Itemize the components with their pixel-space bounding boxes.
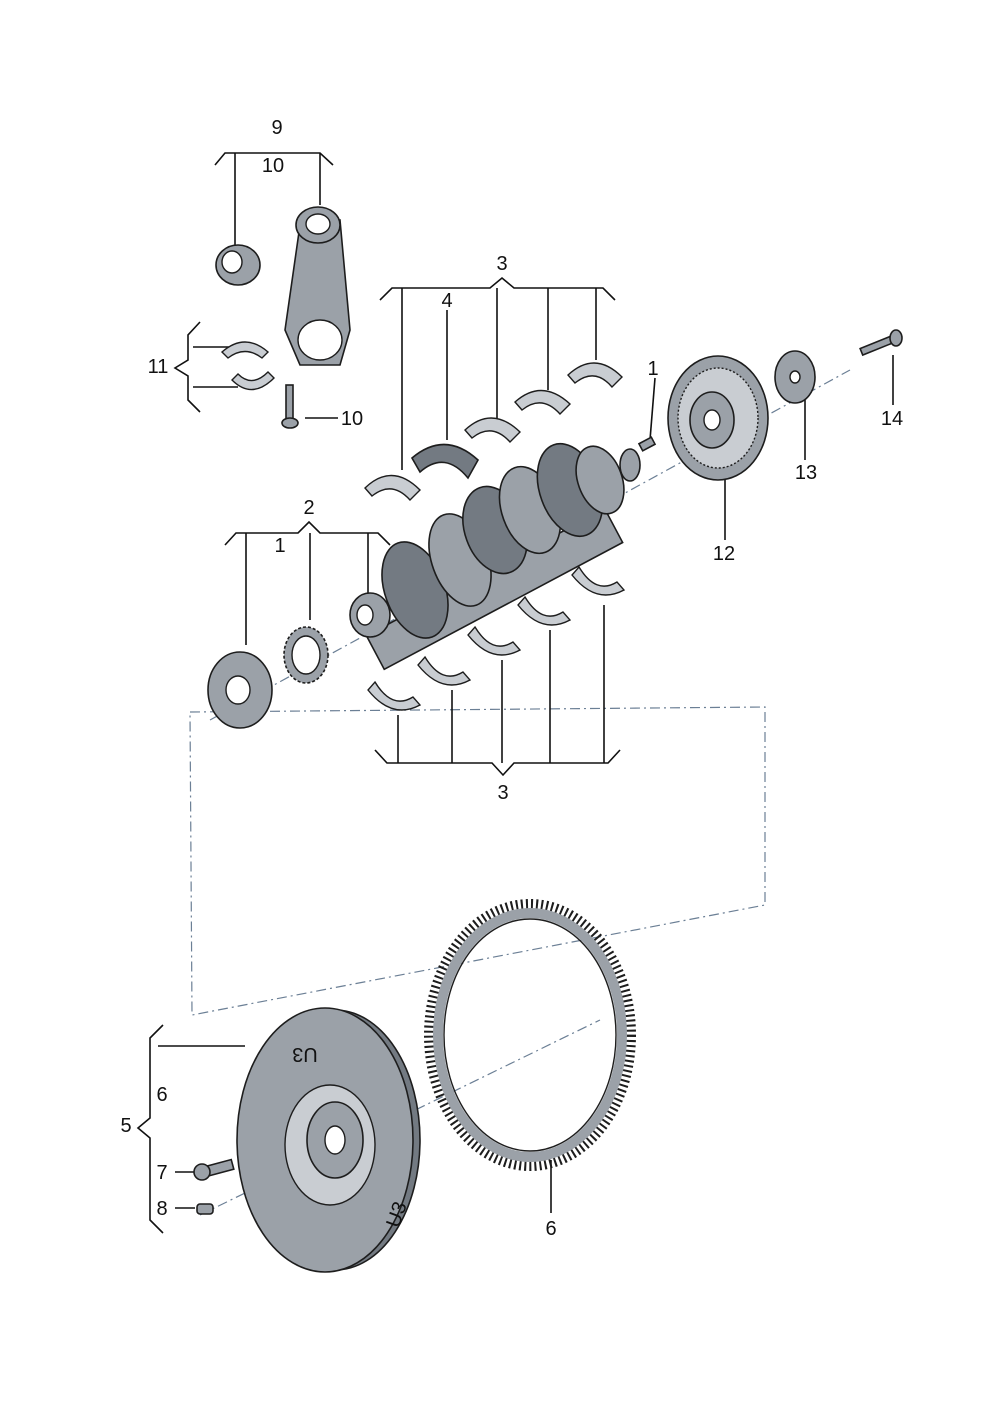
label-conrod-bolt: 10 xyxy=(341,408,363,430)
label-main-bearing-bottom: 3 xyxy=(497,782,508,804)
flywheel-pin xyxy=(196,1203,214,1215)
vibration-damper xyxy=(667,355,769,481)
label-flywheel-pin: 8 xyxy=(156,1198,167,1220)
flywheel-bolt xyxy=(193,1158,235,1181)
crank-sprocket xyxy=(283,626,329,684)
flywheel-alignment-frame xyxy=(189,706,766,1016)
label-main-bearing-top: 3 xyxy=(496,253,507,275)
label-sprocket: 1 xyxy=(274,535,285,557)
conrod-bolt xyxy=(281,384,299,429)
label-dowel-pin: 1 xyxy=(647,358,658,380)
part-labels: 9 10 11 10 3 4 1 14 13 12 2 1 3 5 6 7 8 … xyxy=(120,117,903,1240)
flywheel: U3 U3 xyxy=(236,1007,421,1273)
washer-disc xyxy=(774,350,816,404)
label-washer-disc: 13 xyxy=(795,462,817,484)
label-crankshaft-set: 2 xyxy=(303,497,314,519)
label-conrod-bearing-shells: 11 xyxy=(148,356,169,378)
label-conrod: 10 xyxy=(262,155,284,177)
main-bearing-shells-upper xyxy=(364,362,623,502)
label-flywheel: 6 xyxy=(156,1084,167,1106)
connecting-rod xyxy=(284,206,351,366)
crankshaft xyxy=(349,442,641,671)
leader-lines xyxy=(136,152,894,1234)
label-conrod-set: 9 xyxy=(271,117,282,139)
label-ring-gear: 6 xyxy=(545,1218,556,1240)
label-pulley-bolt: 14 xyxy=(881,408,903,430)
conrod-bearing-shells xyxy=(220,341,275,391)
pulley-bolt xyxy=(859,329,903,357)
dowel-pin xyxy=(637,436,657,452)
label-flywheel-set: 5 xyxy=(120,1115,131,1137)
flywheel-stamp-top: U3 xyxy=(292,1043,318,1065)
conrod-bushing xyxy=(215,244,261,286)
main-bearing-shells-lower xyxy=(367,565,626,711)
label-thrust-bearing: 4 xyxy=(441,290,452,312)
ring-gear xyxy=(424,899,636,1171)
front-hub xyxy=(207,651,273,729)
label-flywheel-bolt: 7 xyxy=(156,1162,167,1184)
label-vibration-damper: 12 xyxy=(713,543,735,565)
